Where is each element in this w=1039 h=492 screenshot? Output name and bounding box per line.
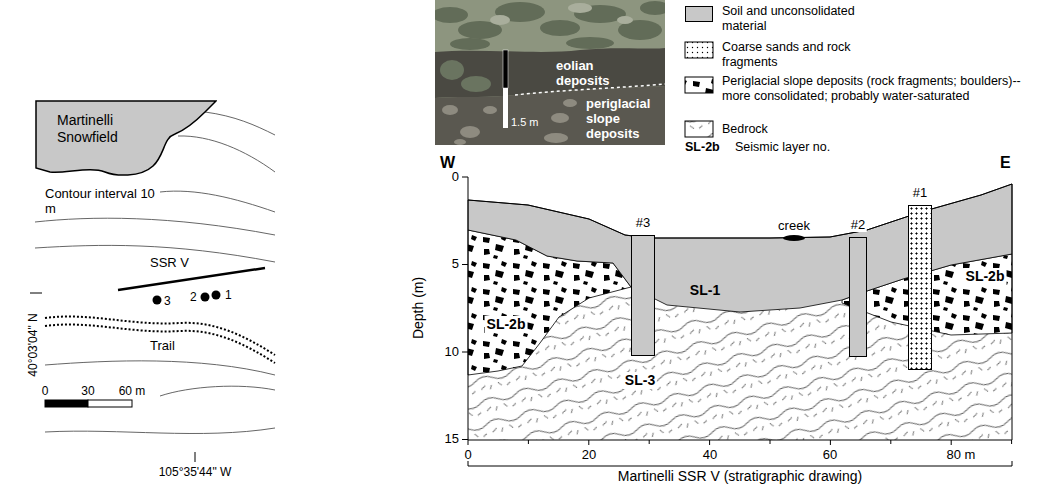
site-dot	[212, 291, 221, 300]
axes	[462, 177, 1012, 466]
contour-line	[205, 112, 275, 135]
callout-number: 1	[225, 288, 232, 302]
legend-text: Seismic layer no.	[735, 140, 830, 155]
layer-label: SL-2b	[964, 268, 1007, 285]
slope-deposit-area	[435, 86, 665, 145]
legend-text: Periglacial slope deposits (rock fragmen…	[722, 74, 1022, 104]
vegetation-light	[490, 3, 633, 25]
callout-number: 2	[190, 290, 197, 304]
photo-label: eolian deposits	[556, 58, 628, 88]
snowfield-shape	[36, 101, 216, 175]
scale-segment	[45, 400, 88, 407]
legend-swatch	[685, 77, 713, 93]
direction-label: E	[1000, 153, 1011, 172]
callout-number: 3	[164, 294, 171, 308]
axis-tick-label: 40	[703, 447, 717, 462]
photo-label: periglacial slope deposits	[586, 96, 664, 141]
creek-symbol	[783, 235, 805, 241]
contour-line	[160, 191, 275, 212]
photo-ground	[435, 0, 665, 145]
grass-tuft	[461, 76, 491, 92]
contour-line	[45, 361, 275, 375]
map-note: Contour interval 10 m	[45, 186, 157, 216]
site-photo	[435, 0, 665, 145]
axis-tick-label: 15	[445, 431, 459, 446]
photo-scale-bar	[503, 88, 508, 128]
caption: Martinelli SSR V (stratigraphic drawing)	[618, 468, 862, 485]
legend-swatch	[685, 121, 713, 137]
legend-text: Coarse sands and rock fragments	[722, 40, 892, 70]
snowfield-region: Martinelli Snowfield	[35, 100, 217, 182]
scale-bar	[45, 400, 132, 407]
bedrock-layer	[468, 184, 1012, 440]
legend-text: Soil and unconsolidated material	[722, 4, 892, 34]
axis-tick-label: 0	[464, 447, 471, 462]
layer-label: SL-1	[690, 282, 720, 299]
cross-section	[468, 184, 1012, 440]
borehole-box: #2	[849, 237, 867, 357]
longitude-label: 105°35'44" W	[159, 465, 232, 479]
site-dot	[201, 293, 210, 302]
latitude-tick	[30, 293, 42, 294]
legend-swatch	[685, 42, 713, 58]
grass-tuft	[440, 60, 464, 80]
creek-label: creek	[778, 218, 810, 233]
borehole-number: #2	[849, 218, 867, 232]
vegetation	[435, 1, 665, 50]
legend-text: Bedrock	[722, 122, 1022, 137]
profile-label: SSR V	[150, 255, 189, 270]
scale-label: 60 m	[119, 384, 146, 398]
longitude-tick	[195, 452, 196, 462]
borehole-box: #1	[908, 205, 932, 370]
borehole-box: #3	[631, 235, 655, 356]
axis-tick-label: 80 m	[947, 447, 976, 462]
scale-segment	[88, 400, 132, 407]
layer-label: SL-2b	[485, 316, 528, 333]
scale-label: 30	[81, 384, 94, 398]
borehole-number: #1	[911, 186, 929, 200]
borehole-number: #3	[634, 216, 652, 230]
photo-scale-label: 1.5 m	[511, 116, 539, 129]
legend-layer-code: SL-2b	[685, 140, 720, 155]
axis-title: Depth (m)	[410, 277, 427, 339]
site-dot	[153, 296, 162, 305]
photo-scale-bar	[503, 50, 508, 88]
contour-line	[45, 428, 275, 433]
contour-line	[178, 136, 275, 172]
legend-swatch	[685, 6, 713, 22]
caption-rule	[468, 461, 1012, 466]
latitude-label: 40°03'04" N	[26, 313, 40, 376]
axis-tick-label: 10	[445, 344, 459, 359]
layer-label: SL-3	[623, 372, 657, 389]
ssr-profile-line	[118, 268, 265, 290]
region-label: Martinelli Snowfield	[57, 112, 157, 146]
axis-tick-label: 60	[823, 447, 837, 462]
contour-line	[35, 218, 275, 235]
contour-line	[160, 386, 275, 396]
trail	[45, 316, 275, 363]
trail-line	[45, 316, 275, 355]
trail-label: Trail	[150, 338, 175, 353]
axis-tick-label: 20	[582, 447, 596, 462]
axis-tick-label: 5	[452, 256, 459, 271]
trail-line	[45, 324, 275, 363]
axis-tick-label: 0	[452, 169, 459, 184]
rocks	[442, 99, 577, 145]
scale-label: 0	[42, 384, 49, 398]
